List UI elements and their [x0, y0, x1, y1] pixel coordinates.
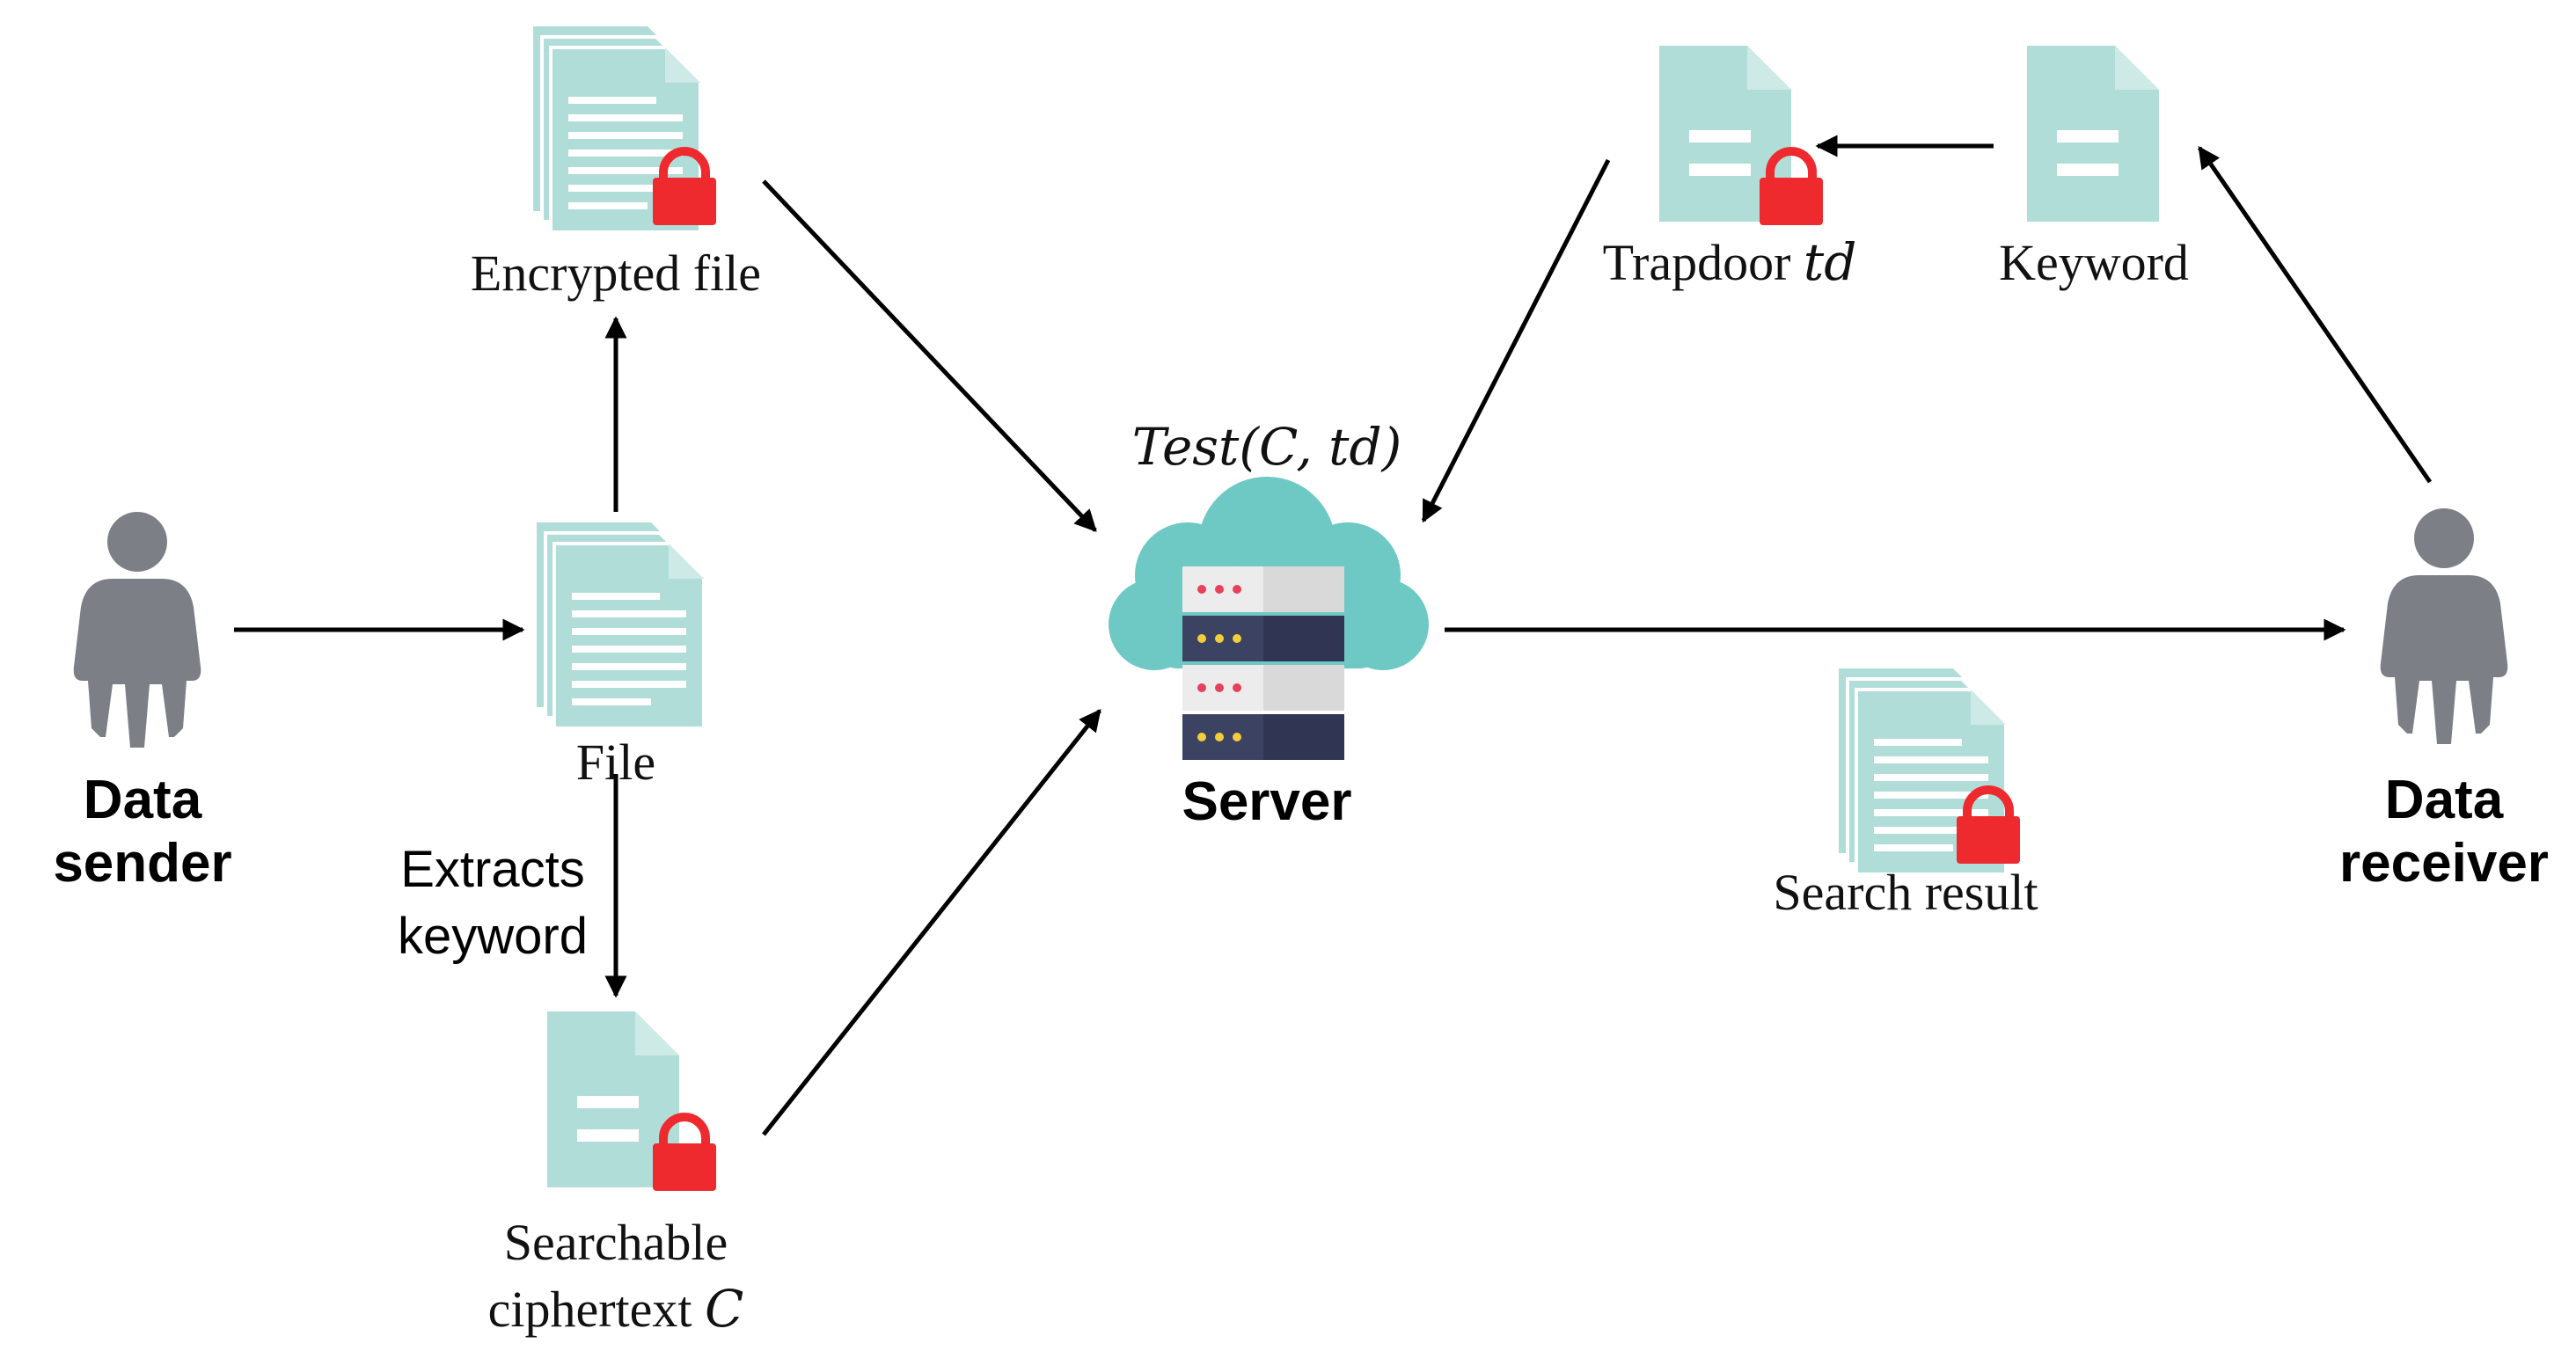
document-icon	[2027, 46, 2159, 222]
file: File	[535, 521, 706, 791]
sender-label-line1: Data	[84, 770, 202, 830]
arrow-receiver-to-keyword	[2197, 145, 2433, 484]
receiver-label-line2: receiver	[2339, 833, 2549, 894]
data-receiver: Data receiver	[2339, 508, 2549, 894]
searchable-label-line2: ciphertext C	[488, 1279, 744, 1339]
keyword: Keyword	[1999, 46, 2189, 291]
test-function-label: Test(C, td)	[1132, 417, 1401, 477]
receiver-label-line1: Data	[2385, 770, 2504, 830]
searchable-ciphertext: Searchable ciphertext C	[488, 1011, 744, 1339]
arrow-trapdoor-to-server	[1421, 158, 1611, 523]
extracts-label-line2: keyword	[398, 908, 588, 965]
encrypted-file-label: Encrypted file	[471, 245, 761, 302]
arrows	[234, 135, 2433, 1136]
search-result: Search result	[1773, 667, 2038, 921]
person-icon	[73, 512, 201, 748]
keyword-label: Keyword	[1999, 234, 2189, 291]
file-label: File	[576, 734, 655, 791]
extracts-keyword: Extracts keyword	[398, 841, 588, 965]
person-icon	[2380, 508, 2508, 744]
search-result-label: Search result	[1773, 864, 2038, 921]
encrypted-file: Encrypted file	[471, 25, 761, 302]
server-label: Server	[1182, 771, 1351, 832]
arrow-ciphertext-to-server	[762, 709, 1101, 1136]
arrow-encrypted-to-server	[762, 179, 1097, 532]
server: Test(C, td)	[1109, 417, 1429, 832]
sender-label-line2: sender	[53, 833, 231, 894]
cloud-server-icon	[1109, 477, 1429, 760]
lock-icon	[653, 1117, 716, 1191]
searchable-label-line1: Searchable	[504, 1214, 728, 1271]
data-sender: Data sender	[53, 512, 232, 894]
extracts-label-line1: Extracts	[400, 841, 585, 898]
document-stack-icon	[535, 521, 706, 730]
trapdoor-label: Trapdoor td	[1603, 232, 1857, 292]
trapdoor: Trapdoor td	[1603, 46, 1857, 292]
